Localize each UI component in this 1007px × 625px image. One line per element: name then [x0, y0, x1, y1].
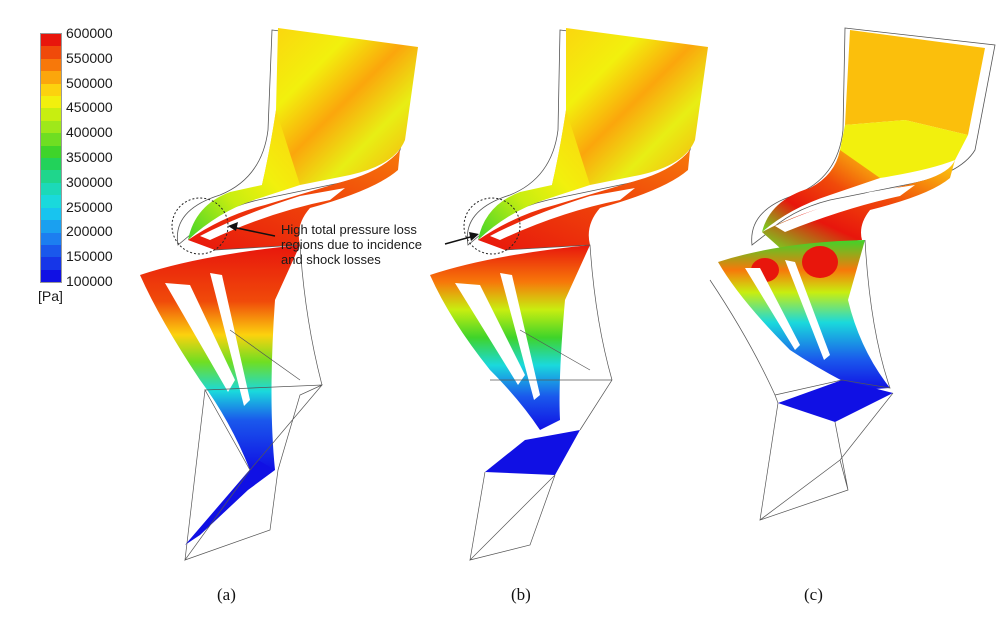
colorbar-segment	[41, 96, 61, 109]
colorbar-tick-label: 350000	[66, 149, 113, 165]
colorbar-segment	[41, 158, 61, 171]
colorbar-segment	[41, 46, 61, 59]
panel-c-contour	[709, 27, 996, 521]
colorbar-segment	[41, 182, 61, 196]
panel-a-contour	[140, 28, 418, 562]
colorbar-segment	[41, 207, 61, 221]
colorbar-tick-label: 100000	[66, 273, 113, 289]
colorbar-tick-label: 250000	[66, 198, 113, 215]
colorbar-segment	[41, 269, 61, 283]
panel-b-caption: (b)	[511, 585, 531, 604]
colorbar-segment	[41, 145, 61, 159]
colorbar-segment	[41, 120, 61, 134]
colorbar-tick-label: 600000	[66, 25, 113, 41]
colorbar-unit-label: [Pa]	[38, 288, 63, 304]
annotation-high-loss: High total pressure loss regions due to …	[281, 222, 422, 267]
colorbar-segment	[41, 133, 61, 146]
colorbar-segment	[41, 58, 61, 72]
colorbar-segment	[41, 71, 61, 84]
colorbar-tick-label: 550000	[66, 49, 113, 66]
colorbar-segment	[41, 195, 61, 208]
colorbar-segment	[41, 34, 61, 47]
colorbar-tick-label: 300000	[66, 173, 113, 190]
panel-a-caption: (a)	[217, 585, 236, 604]
colorbar	[40, 33, 62, 283]
colorbar-segment	[41, 220, 61, 233]
colorbar-segment	[41, 108, 61, 121]
colorbar-segment	[41, 83, 61, 97]
panel-c-caption: (c)	[804, 585, 823, 604]
colorbar-segment	[41, 170, 61, 183]
colorbar-segment	[41, 244, 61, 258]
colorbar-tick-label: 450000	[66, 99, 113, 116]
colorbar-segment	[41, 232, 61, 245]
colorbar-tick-label: 200000	[66, 223, 113, 240]
colorbar-tick-label: 500000	[66, 74, 113, 91]
panel-b-contour	[430, 28, 708, 562]
colorbar-tick-label: 150000	[66, 248, 113, 265]
colorbar-tick-label: 400000	[66, 124, 113, 141]
colorbar-segment	[41, 257, 61, 270]
